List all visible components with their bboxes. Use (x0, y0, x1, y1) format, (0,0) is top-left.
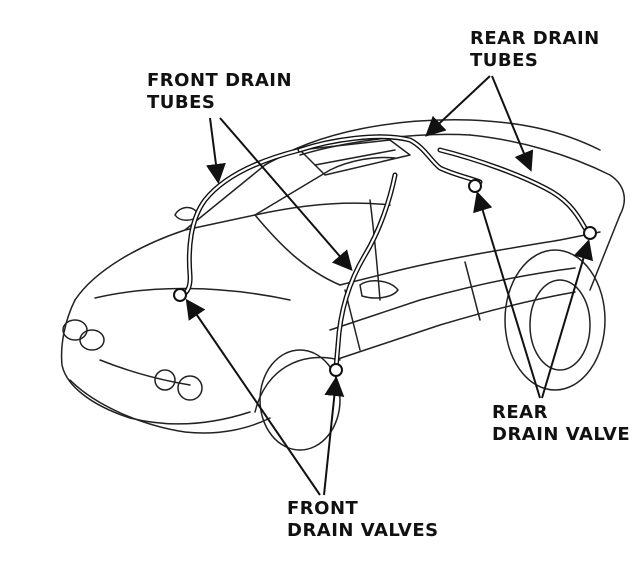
drain-tubes (177, 134, 588, 371)
label-rear-drain-tubes: REAR DRAIN TUBES (470, 28, 600, 72)
front-left-valve (173, 288, 187, 302)
leader-front-tubes-1 (206, 117, 226, 184)
leader-rear-valve-1 (473, 191, 541, 399)
sunroof (299, 139, 411, 176)
rear-right-valve (583, 226, 597, 240)
label-line: REAR DRAIN (470, 28, 600, 49)
label-line: FRONT DRAIN (147, 70, 293, 91)
rear-left-valve (468, 179, 482, 193)
leader-rear-valve-2 (541, 239, 594, 399)
label-line: DRAIN VALVE (492, 424, 631, 445)
label-rear-drain-valve: REAR DRAIN VALVE (492, 402, 630, 446)
leader-front-valves-1 (185, 298, 321, 496)
front-right-valve (329, 363, 343, 377)
label-line: FRONT (287, 498, 359, 519)
label-line: DRAIN VALVES (287, 520, 439, 541)
car-body (60, 119, 626, 451)
label-front-drain-valves: FRONT DRAIN VALVES (287, 498, 439, 542)
leader-rear-tubes-1 (425, 75, 491, 137)
side-mirror (359, 280, 399, 299)
leader-lines (185, 75, 594, 496)
leader-front-tubes-2 (219, 117, 353, 272)
label-line: TUBES (470, 50, 539, 71)
label-line: REAR (492, 402, 548, 423)
leader-front-valves-2 (323, 376, 345, 496)
leader-rear-tubes-2 (491, 75, 534, 172)
label-line: TUBES (147, 92, 216, 113)
label-front-drain-tubes: FRONT DRAIN TUBES (147, 70, 292, 114)
